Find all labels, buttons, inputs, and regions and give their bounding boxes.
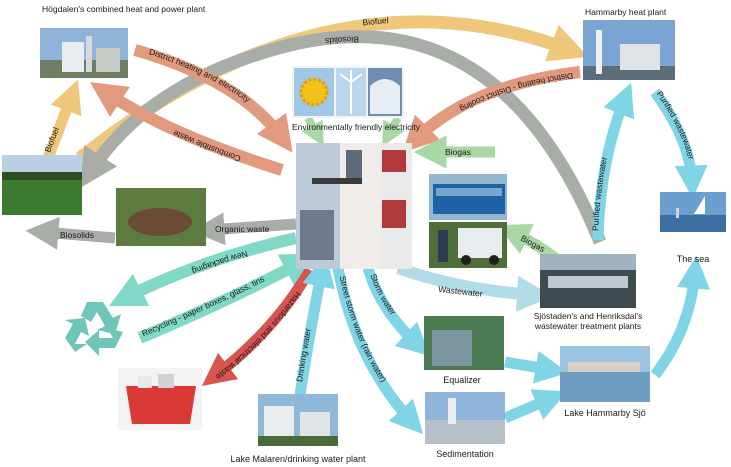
hammarby-heat-plant-photo bbox=[583, 20, 675, 80]
energy-down-arrow-left bbox=[301, 116, 324, 147]
purified-wastewater-arrow-1 bbox=[592, 82, 635, 241]
street-storm-water-arrow bbox=[332, 266, 424, 435]
flow-label-organic: Organic waste bbox=[215, 224, 270, 234]
lake-to-sea-arrow bbox=[650, 255, 711, 379]
wastewater-plants-label-1: Sjöstaden's and Henriksdal's bbox=[534, 311, 643, 321]
biosolids-left-arrow bbox=[25, 216, 116, 250]
sun-icon bbox=[299, 77, 329, 107]
lake-hammarby-photo bbox=[560, 346, 650, 402]
energy-panel bbox=[292, 66, 404, 118]
hazardous-box-photo bbox=[118, 368, 202, 430]
flow-label-wastewater: Wastewater bbox=[438, 284, 484, 299]
equalizer-to-lake-arrow bbox=[504, 350, 569, 384]
combustible-waste-arrow bbox=[89, 82, 284, 176]
lake-malaren-photo bbox=[258, 394, 338, 446]
bus-photo bbox=[429, 174, 507, 220]
hazardous-waste-arrow bbox=[201, 267, 315, 387]
district-cooling-arrow bbox=[402, 66, 581, 153]
van-photo bbox=[429, 222, 507, 268]
lake-hammarby-label: Lake Hammarby Sjö bbox=[564, 408, 646, 418]
flow-label-biosolids-left: Biosolids bbox=[60, 230, 94, 240]
wind-turbine-icon bbox=[339, 70, 363, 114]
wastewater-plant-photo bbox=[540, 254, 636, 308]
wastewater-plants-label-2: wastewater treatment plants bbox=[534, 321, 641, 331]
energy-down-arrow-right bbox=[382, 116, 405, 147]
field-photo bbox=[2, 155, 82, 215]
hogdalen-plant-photo bbox=[40, 28, 128, 78]
organic-waste-arrow bbox=[191, 212, 297, 246]
equalizer-label: Equalizer bbox=[443, 375, 481, 385]
sedimentation-photo bbox=[425, 392, 505, 444]
wastewater-arrow bbox=[395, 262, 553, 312]
purified-wastewater-arrow-2 bbox=[650, 88, 708, 199]
recycling-arrow bbox=[137, 253, 318, 344]
flow-label-biogas-lower: Biogas bbox=[519, 233, 547, 254]
recycle-icon bbox=[65, 302, 123, 356]
flow-label-biosolids-top: Biosolids bbox=[325, 35, 359, 47]
district-heating-arrow bbox=[133, 44, 293, 153]
dam-icon bbox=[370, 79, 400, 114]
biofuel-left-arrow bbox=[42, 79, 82, 160]
hogdalen-label: Högdalen's combined heat and power plant bbox=[42, 4, 206, 14]
lake-malaren-label: Lake Malaren/drinking water plant bbox=[230, 454, 366, 464]
flow-label-biofuel-top: Biofuel bbox=[362, 15, 389, 28]
hammarby-heat-label: Hammarby heat plant bbox=[585, 7, 667, 17]
central-building-photo bbox=[296, 143, 412, 269]
flow-label-purified-2: Purified wastewater bbox=[655, 89, 697, 161]
sedimentation-to-lake-arrow bbox=[502, 389, 568, 424]
sedimentation-label: Sedimentation bbox=[436, 449, 494, 459]
new-packaging-arrow bbox=[108, 232, 298, 307]
storm-water-arrow bbox=[362, 266, 431, 357]
compost-photo bbox=[116, 188, 206, 246]
drinking-water-arrow bbox=[294, 253, 335, 396]
flow-label-combustible: Combustible waste bbox=[171, 128, 242, 164]
sea-photo bbox=[660, 192, 726, 232]
environment-label: Environmentally friendly electricity bbox=[292, 122, 421, 132]
equalizer-photo bbox=[424, 316, 504, 370]
flow-label-biogas-upper: Biogas bbox=[445, 147, 471, 157]
sea-label: The sea bbox=[677, 254, 710, 264]
